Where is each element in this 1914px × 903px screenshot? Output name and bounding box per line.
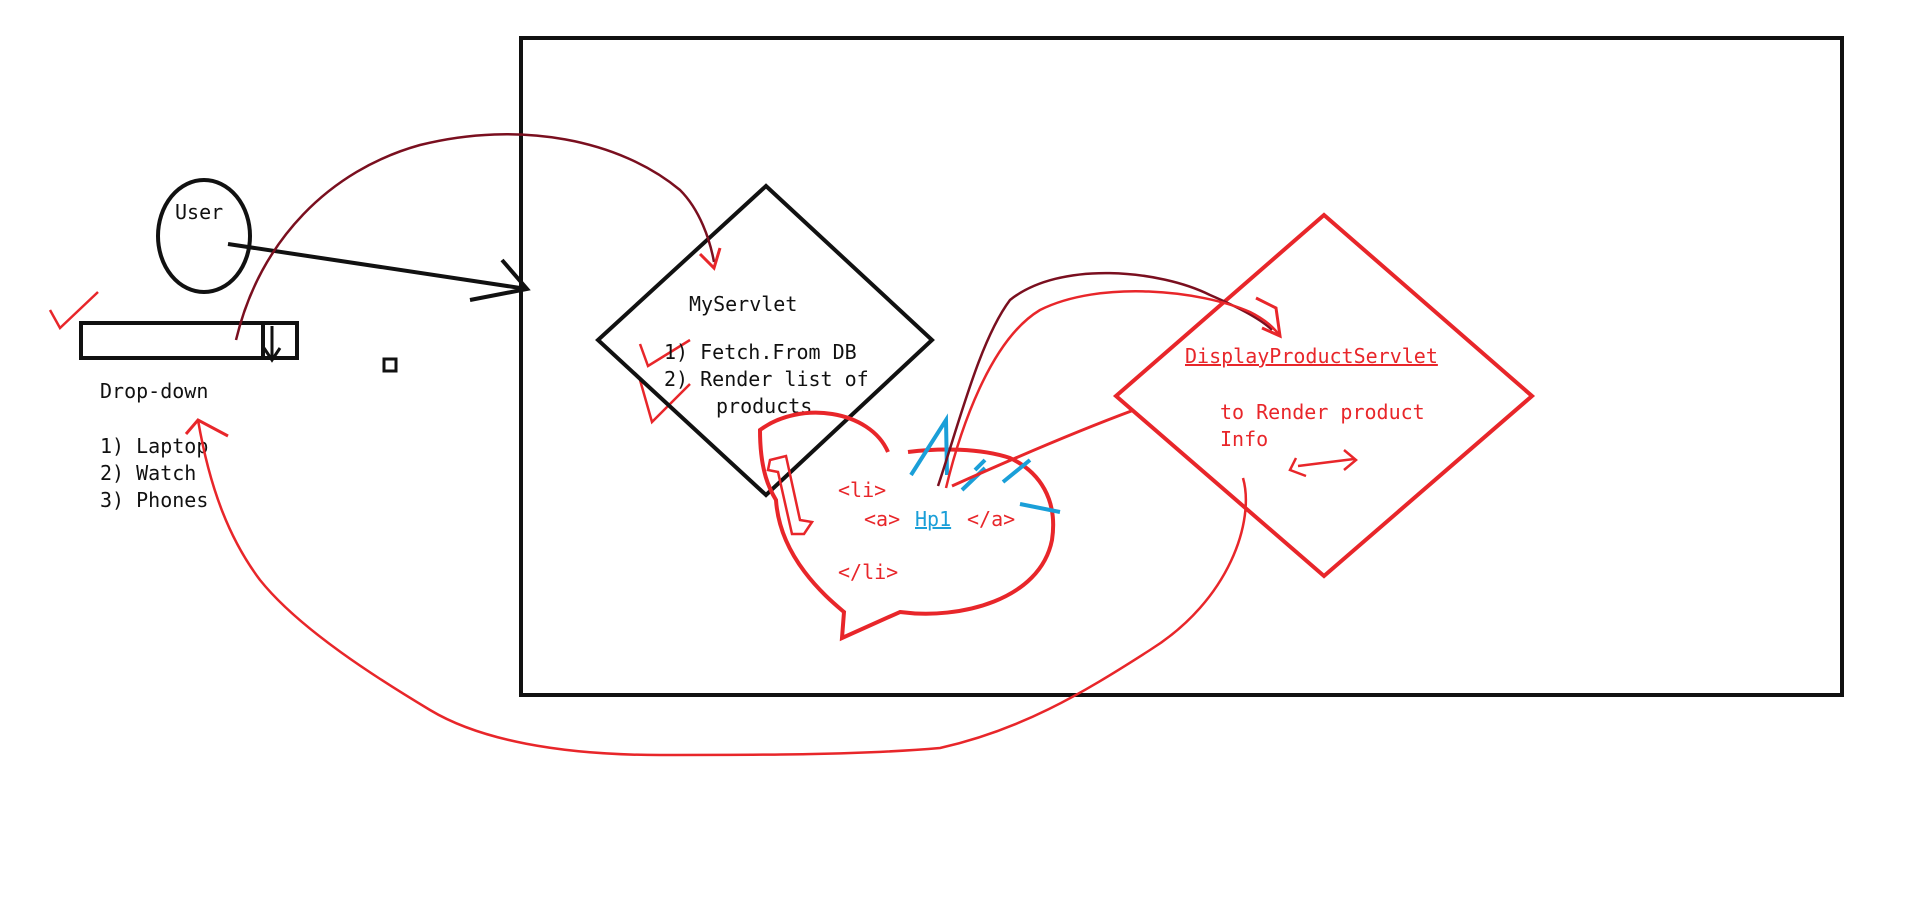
display-servlet-arrowhead bbox=[1255, 296, 1282, 339]
display-product-servlet-diamond bbox=[1112, 212, 1536, 579]
link-to-display-servlet-line bbox=[951, 408, 1135, 488]
dropdown-item-3: 3) Phones bbox=[100, 488, 208, 512]
small-square-mark bbox=[382, 357, 398, 373]
callout-link-text[interactable]: Hp1 bbox=[915, 507, 951, 531]
link-highlight-strokes bbox=[909, 413, 1061, 514]
dropdown-item-2: 2) Watch bbox=[100, 461, 196, 485]
display-servlet-desc-2: Info bbox=[1220, 427, 1268, 451]
user-node bbox=[156, 178, 252, 294]
dropdown-item-1: 1) Laptop bbox=[100, 434, 208, 458]
my-servlet-step-1: 1) Fetch.From DB bbox=[664, 340, 857, 364]
bidirectional-arrow-icon bbox=[1288, 449, 1358, 478]
link-to-display-servlet-arc-red bbox=[944, 290, 1281, 489]
dropdown-label: Drop-down bbox=[100, 379, 208, 403]
callout-open-li: <li> bbox=[838, 478, 886, 502]
my-servlet-diamond bbox=[595, 183, 935, 498]
user-to-system-arrowhead bbox=[469, 258, 531, 302]
dropdown-return-arrowhead bbox=[184, 418, 229, 438]
callout-close-li: </li> bbox=[838, 560, 898, 584]
callout-open-a: <a> bbox=[864, 507, 900, 531]
callout-close-a: </a> bbox=[967, 507, 1015, 531]
dropdown-box bbox=[79, 321, 299, 360]
check-mark-icon bbox=[638, 338, 691, 368]
check-mark-icon bbox=[48, 291, 99, 331]
my-servlet-step-2: 2) Render list of bbox=[664, 367, 869, 391]
user-to-system-arrow bbox=[227, 242, 528, 291]
user-label: User bbox=[175, 200, 223, 224]
system-boundary-box bbox=[519, 36, 1844, 697]
check-mark-icon bbox=[638, 379, 691, 425]
dropdown-to-myservlet-arrowhead bbox=[698, 247, 722, 271]
my-servlet-title: MyServlet bbox=[689, 292, 797, 316]
dropdown-to-myservlet-arc bbox=[234, 132, 716, 341]
display-servlet-to-dropdown-arc bbox=[196, 419, 1248, 757]
callout-hollow-arrow bbox=[766, 454, 815, 536]
display-servlet-desc-1: to Render product bbox=[1220, 400, 1425, 424]
dropdown-arrow-icon bbox=[262, 326, 282, 363]
display-servlet-title: DisplayProductServlet bbox=[1185, 344, 1438, 368]
